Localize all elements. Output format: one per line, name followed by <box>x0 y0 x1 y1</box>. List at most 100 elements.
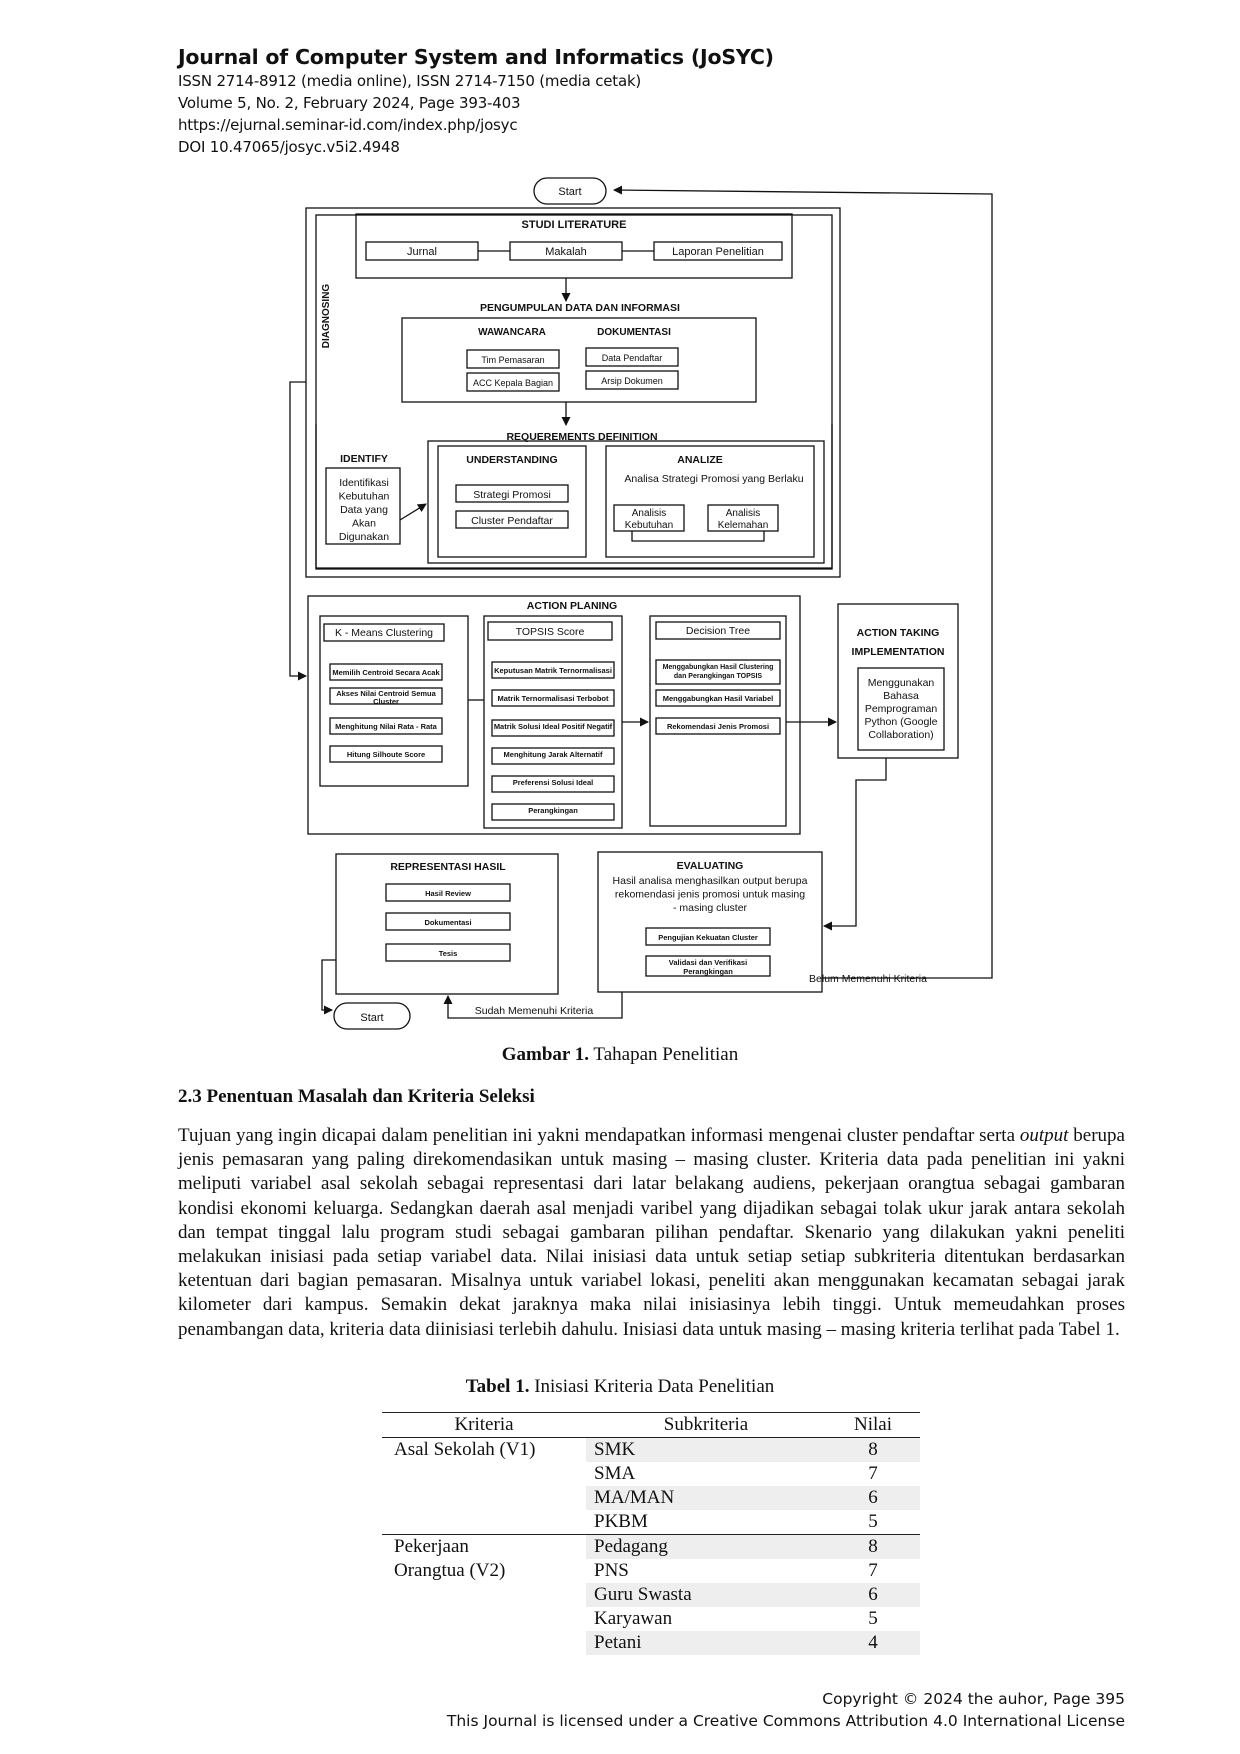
understanding-item: Strategi Promosi <box>473 489 551 501</box>
kriteria-line: Pekerjaan <box>394 1536 469 1557</box>
decision-tree-title-box <box>655 621 781 640</box>
kmeans-title-box <box>323 623 445 642</box>
table-row: SMA 7 <box>382 1462 920 1486</box>
evaluating-item: Pengujian Kekuatan Cluster <box>658 933 758 942</box>
decision-tree-box <box>649 615 787 827</box>
table-row: PNS 7 <box>382 1559 920 1583</box>
start-bottom-label: Start <box>360 1012 383 1024</box>
representasi-item: Tesis <box>439 949 458 958</box>
representasi-item: Dokumentasi <box>424 918 471 927</box>
topsis-step: Perangkingan <box>528 806 578 815</box>
acc-kepala-box <box>466 372 560 392</box>
paragraph-part-1: Tujuan yang ingin dicapai dalam peneliti… <box>178 1125 1020 1146</box>
action-taking-inner-box <box>857 667 945 751</box>
topsis-step: Menghitung Jarak Alternatif <box>504 750 603 759</box>
decision-tree-step: Menggabungkan Hasil Clustering <box>663 664 774 671</box>
kmeans-step: Cluster <box>373 697 399 706</box>
section-heading: 2.3 Penentuan Masalah dan Kriteria Selek… <box>178 1086 535 1107</box>
action-planing-box <box>307 595 801 835</box>
action-taking-box <box>837 603 959 759</box>
subkriteria-cell: MA/MAN <box>586 1486 826 1510</box>
figure-caption-text: Tahapan Penelitian <box>589 1044 739 1065</box>
representasi-item: Hasil Review <box>425 889 471 898</box>
decision-tree-step: dan Perangkingan TOPSIS <box>674 673 763 680</box>
start-top-label: Start <box>558 186 581 198</box>
topsis-step: Preferensi Solusi Ideal <box>513 778 593 787</box>
table-caption: Tabel 1. Inisiasi Kriteria Data Peneliti… <box>0 1376 1240 1398</box>
kriteria-line: Orangtua (V2) <box>394 1560 506 1581</box>
analize-subtitle: Analisa Strategi Promosi yang Berlaku <box>624 473 803 485</box>
tim-pemasaran-box <box>466 349 560 369</box>
header-kriteria: Kriteria <box>382 1412 586 1438</box>
action-taking-line: Bahasa <box>883 690 919 702</box>
copyright-line: Copyright © 2024 the auhor, Page 395 <box>822 1690 1125 1708</box>
subkriteria-cell: PKBM <box>586 1510 826 1535</box>
requirements-title: REQUEREMENTS DEFINITION <box>506 431 657 443</box>
issn-line: ISSN 2714-8912 (media online), ISSN 2714… <box>178 72 642 90</box>
analize-item: Analisis <box>726 508 760 519</box>
identify-title: IDENTIFY <box>340 453 388 465</box>
analize-title: ANALIZE <box>677 454 723 466</box>
table-header-row: Kriteria Subkriteria Nilai <box>382 1412 920 1438</box>
strategi-promosi-box <box>455 484 569 503</box>
understanding-item: Cluster Pendaftar <box>471 515 553 527</box>
kmeans-box <box>319 615 469 787</box>
analisis-kelemahan-box <box>707 504 779 532</box>
paragraph-italic: output <box>1019 1125 1069 1146</box>
studi-literature-title: STUDI LITERATURE <box>522 219 627 231</box>
table-row: MA/MAN 6 <box>382 1486 920 1510</box>
kmeans-step: Akses Nilai Centroid Semua <box>336 689 436 698</box>
evaluating-desc: Hasil analisa menghasilkan output berupa <box>613 875 808 887</box>
kmeans-title: K - Means Clustering <box>335 627 433 639</box>
diagnosing-frame-outer <box>305 207 841 578</box>
arsip-dokumen-box <box>585 370 679 390</box>
journal-title: Journal of Computer System and Informati… <box>178 45 774 69</box>
topsis-step: Matrik Ternormalisasi Terbobot <box>498 694 609 703</box>
action-taking-title: ACTION TAKING <box>857 627 940 639</box>
pengumpulan-box <box>401 317 757 403</box>
studi-literature-box <box>355 213 793 279</box>
criteria-table: Kriteria Subkriteria Nilai Asal Sekolah … <box>382 1412 920 1655</box>
subkriteria-cell: SMK <box>586 1437 826 1462</box>
topsis-title-box <box>487 621 613 641</box>
literature-item: Jurnal <box>407 246 437 258</box>
identify-line: Kebutuhan <box>339 491 390 503</box>
nilai-cell: 7 <box>868 1560 878 1581</box>
analize-item: Kelemahan <box>718 520 769 531</box>
action-taking-line: Collaboration) <box>868 729 933 741</box>
license-line: This Journal is licensed under a Creativ… <box>446 1712 1125 1730</box>
evaluating-desc: rekomendasi jenis promosi untuk masing <box>615 889 805 901</box>
journal-url: https://ejurnal.seminar-id.com/index.php… <box>178 116 518 134</box>
dokumentasi-item: Arsip Dokumen <box>601 376 663 386</box>
wawancara-label: WAWANCARA <box>478 327 546 338</box>
requirements-frame <box>315 424 833 569</box>
nilai-cell: 6 <box>826 1583 920 1607</box>
nilai-cell: 4 <box>826 1631 920 1655</box>
topsis-step: Keputusan Matrik Ternormalisasi <box>494 666 612 675</box>
dokumentasi-label: DOKUMENTASI <box>597 327 671 338</box>
table-row: Petani 4 <box>382 1631 920 1655</box>
identify-line: Data yang <box>340 504 388 516</box>
subkriteria-cell: SMA <box>594 1463 636 1484</box>
understanding-title: UNDERSTANDING <box>466 454 557 466</box>
analize-item: Kebutuhan <box>625 520 673 531</box>
table-row: Karyawan 5 <box>382 1607 920 1631</box>
action-taking-line: Menggunakan <box>868 677 935 689</box>
evaluating-box <box>597 851 823 993</box>
subkriteria-cell: PNS <box>594 1560 629 1581</box>
table-row: Asal Sekolah (V1) SMK 8 <box>382 1437 920 1535</box>
evaluating-item: Validasi dan Verifikasi <box>669 958 747 967</box>
representasi-box <box>335 853 559 995</box>
action-taking-title: IMPLEMENTATION <box>852 646 945 658</box>
paragraph-part-2: berupa jenis pemasaran yang paling direk… <box>178 1125 1125 1340</box>
subkriteria-cell: Pedagang <box>586 1534 826 1559</box>
topsis-title: TOPSIS Score <box>516 626 585 638</box>
decision-tree-step: Menggabungkan Hasil Variabel <box>663 694 773 703</box>
data-pendaftar-box <box>585 347 679 367</box>
table-row: Guru Swasta 6 <box>382 1583 920 1607</box>
body-paragraph: Tujuan yang ingin dicapai dalam peneliti… <box>178 1124 1125 1342</box>
diagram-lines <box>289 177 993 1030</box>
wawancara-item: ACC Kepala Bagian <box>473 378 553 388</box>
decision-tree-title: Decision Tree <box>686 625 750 637</box>
